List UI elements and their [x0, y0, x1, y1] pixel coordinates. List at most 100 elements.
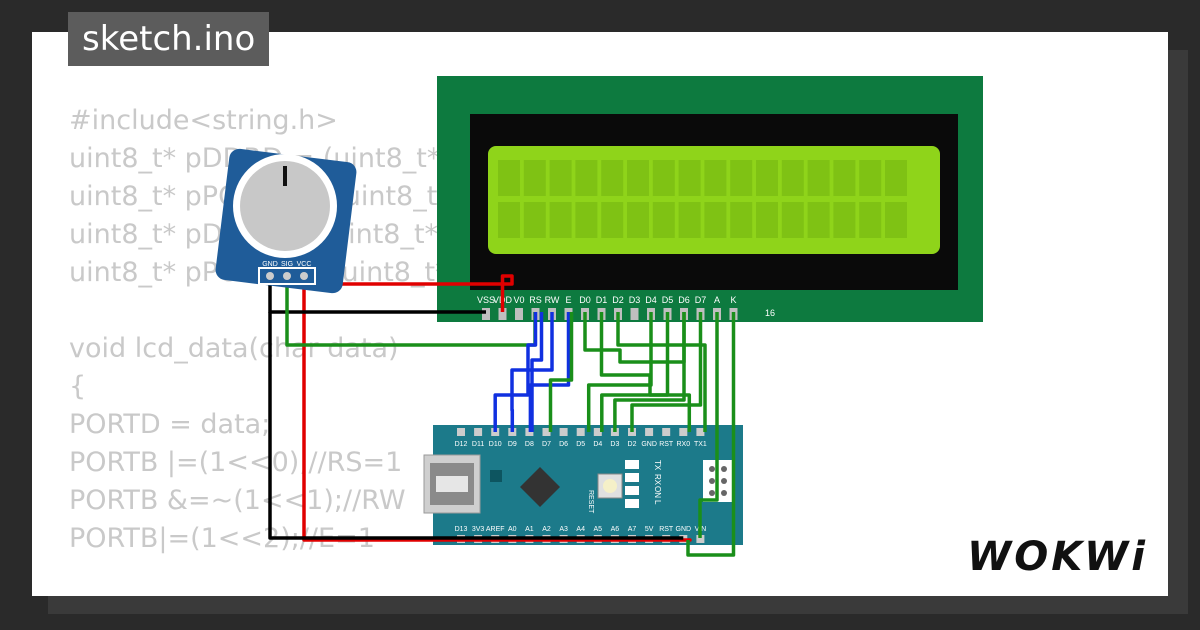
nano-top-pin[interactable] [662, 428, 671, 436]
green-wire[interactable] [548, 312, 574, 432]
nano-top-pin[interactable] [593, 428, 602, 436]
green-wire[interactable] [630, 312, 703, 432]
nano-top-pin[interactable] [696, 428, 705, 436]
lcd-pin-label: D0 [579, 295, 591, 305]
code-line: PORTD = data; [69, 409, 271, 440]
lcd-cell [523, 160, 546, 196]
lcd-pin-label: K [730, 295, 736, 305]
lcd-cell [807, 160, 830, 196]
lcd-pin[interactable] [515, 308, 523, 320]
lcd-cell [781, 160, 804, 196]
nano-bottom-pin-label: 3V3 [472, 526, 485, 533]
lcd-cell [652, 202, 675, 238]
green-wire[interactable] [583, 312, 686, 364]
lcd-pin-label: D7 [695, 295, 707, 305]
green-wire[interactable] [686, 312, 736, 557]
pot-pin-label: GND [262, 261, 278, 268]
pot-pin[interactable] [283, 272, 291, 280]
nano-top-pin-label: GND [641, 441, 657, 448]
nano-bottom-pin-label: A0 [508, 526, 517, 533]
nano-top-pin[interactable] [576, 428, 585, 436]
pot-knob-indicator [283, 166, 287, 186]
pot-pin-label: VCC [297, 261, 312, 268]
code-line: { [69, 371, 87, 402]
green-wire[interactable] [586, 312, 653, 432]
nano-top-pin-label: D9 [508, 441, 517, 448]
lcd-pin-label: D3 [629, 295, 641, 305]
nano-top-pin[interactable] [457, 428, 465, 436]
nano-top-pin[interactable] [542, 428, 551, 436]
code-line: PORTB &=~(1<<1);//RW [69, 485, 406, 516]
nano-top-pin-label: D12 [455, 441, 468, 448]
lcd-cell [498, 202, 520, 238]
pot-pin[interactable] [266, 272, 274, 280]
lcd-cell [730, 160, 753, 196]
lcd-pin-label: D4 [645, 295, 657, 305]
blue-wire[interactable] [530, 312, 544, 432]
lcd-cell [498, 160, 520, 196]
lcd-pin-label: V0 [513, 295, 524, 305]
nano-top-pin[interactable] [679, 428, 688, 436]
nano-bottom-pin-label: A1 [525, 526, 534, 533]
nano-top-pin-label: RST [659, 441, 674, 448]
pot-pin-label: SIG [281, 261, 293, 268]
wires [268, 274, 736, 557]
lcd-cell [833, 160, 856, 196]
lcd-pin[interactable] [482, 308, 490, 320]
wokwi-logo: WOKWi [967, 534, 1148, 580]
pot-knob[interactable] [240, 161, 330, 251]
nano-top-pin[interactable] [645, 428, 654, 436]
nano-bottom-pin-label: A3 [559, 526, 568, 533]
lcd-cell [549, 160, 572, 196]
red-wire[interactable] [302, 284, 692, 542]
nano-bottom-pin-label: A2 [542, 526, 551, 533]
lcd-cell [859, 160, 882, 196]
nano-bottom-pin-label: RST [659, 526, 674, 533]
arduino-board [433, 425, 743, 545]
usb-connector [423, 454, 481, 514]
lcd-cell [678, 202, 701, 238]
lcd-cell [575, 160, 598, 196]
pot-pin[interactable] [300, 272, 308, 280]
l-led-label: L [653, 500, 662, 505]
nano-top-pin-label: TX1 [694, 441, 707, 448]
nano-top-pin-label: D8 [525, 441, 534, 448]
nano-top-pin-label: RX0 [676, 441, 690, 448]
nano-top-pin[interactable] [474, 428, 483, 436]
nano-bottom-pin[interactable] [696, 535, 705, 543]
black-wire[interactable] [268, 312, 684, 540]
green-wire[interactable] [599, 312, 692, 432]
lcd-pin-label: A [714, 295, 720, 305]
lcd-cell [730, 202, 753, 238]
lcd-cell [833, 202, 856, 238]
lcd-cell [652, 160, 675, 196]
lcd-cell [781, 202, 804, 238]
nano-bottom-pin-label: 5V [645, 526, 654, 533]
green-wire[interactable] [600, 312, 670, 432]
lcd-cell [627, 160, 649, 196]
reset-button[interactable] [597, 473, 623, 499]
lcd-cell [885, 202, 907, 238]
lcd-pin-count: 16 [765, 308, 775, 318]
lcd-pin-label: E [565, 295, 571, 305]
green-wire[interactable] [616, 312, 707, 432]
nano-top-pin-label: D2 [628, 441, 637, 448]
lcd-pin-label: D1 [596, 295, 608, 305]
chip-small [490, 470, 502, 482]
lcd-character-cells [498, 160, 907, 238]
nano-top-pin[interactable] [559, 428, 568, 436]
lcd-cell [575, 202, 598, 238]
blue-wire[interactable] [510, 312, 554, 432]
lcd-pin[interactable] [630, 308, 639, 320]
on-led-label: ON [653, 486, 662, 498]
lcd-cell [523, 202, 546, 238]
green-wire[interactable] [698, 312, 719, 538]
lcd-cell [549, 202, 572, 238]
lcd-pin-label: D2 [612, 295, 624, 305]
lcd-pin[interactable] [498, 308, 507, 320]
lcd-cell [756, 202, 778, 238]
nano-top-pin-label: D6 [559, 441, 568, 448]
